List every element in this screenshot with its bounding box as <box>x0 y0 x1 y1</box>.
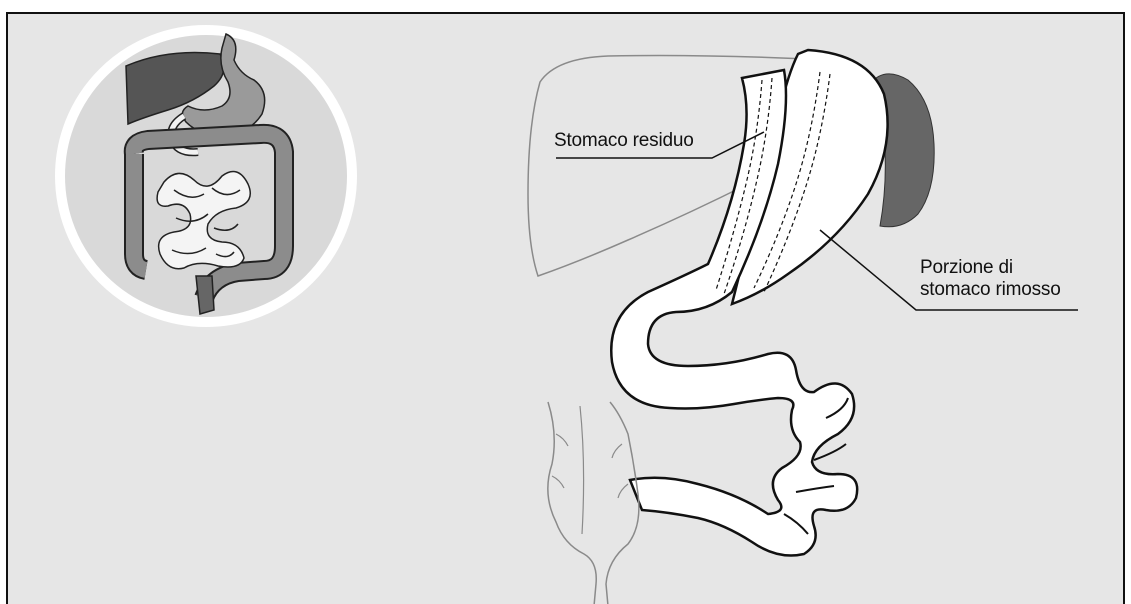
digestive-system-inset <box>60 30 352 322</box>
large-intestine-outline <box>548 402 639 604</box>
inset-rectum <box>196 276 214 314</box>
label-removed-portion: Porzione di stomaco rimosso <box>920 257 1061 301</box>
label-residual-stomach: Stomaco residuo <box>554 130 694 152</box>
label-removed-portion-line2: stomaco rimosso <box>920 279 1061 301</box>
label-removed-portion-line1: Porzione di <box>920 257 1061 279</box>
diagram-frame: Stomaco residuo Porzione di stomaco rimo… <box>6 12 1125 604</box>
anatomy-illustration <box>8 14 1125 604</box>
